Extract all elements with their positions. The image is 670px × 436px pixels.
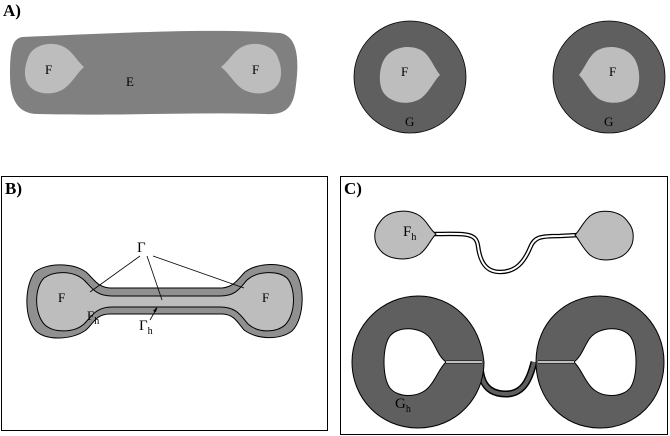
- label-e: E: [126, 74, 134, 89]
- panel-b-dumbbell: F F Fh Γ Γh: [26, 240, 303, 339]
- panel-a-domain-e: F E F: [10, 30, 298, 115]
- gamma-h-arrowhead: [153, 307, 157, 312]
- label-fh-b: Fh: [87, 308, 99, 327]
- bulb-f-left: [24, 43, 85, 94]
- bulb-fh-right: [574, 210, 634, 261]
- gamma-line-left: [89, 255, 141, 293]
- label-gh-c: Gh: [395, 396, 411, 415]
- label-gamma-h: Γh: [139, 318, 153, 337]
- panel-a-disk-1: F G: [353, 20, 467, 134]
- panel-c-fh: Fh: [374, 210, 634, 275]
- panel-c-label: C): [344, 179, 362, 198]
- bulb-f-disk-1: [379, 46, 440, 103]
- panel-a-disk-2: F G: [552, 20, 666, 134]
- ring-gh-right: [535, 295, 665, 429]
- panel-c-gh: Gh: [351, 295, 665, 429]
- region-e: [10, 30, 298, 115]
- channel-fh: [429, 231, 599, 275]
- channel-fh-inner: [429, 232, 599, 274]
- bulb-f-right: [221, 43, 282, 94]
- label-g-disk-1: G: [405, 114, 414, 129]
- gamma-line-mid: [146, 255, 163, 301]
- label-f-a-left: F: [45, 62, 52, 77]
- label-fh-c: Fh: [403, 224, 416, 243]
- panel-c-frame: [340, 176, 668, 435]
- label-f-b-right: F: [262, 290, 269, 305]
- inner-region-f: [36, 272, 294, 332]
- label-f-disk-1: F: [401, 64, 408, 79]
- label-g-disk-2: G: [604, 114, 613, 129]
- bulb-fh-left: [374, 210, 437, 260]
- label-f-a-right: F: [252, 62, 259, 77]
- label-gamma: Γ: [137, 240, 146, 256]
- panel-b-frame: [1, 176, 328, 431]
- label-f-b-left: F: [58, 290, 65, 305]
- ring-gh-left: [351, 295, 485, 429]
- panel-b-label: B): [5, 179, 22, 198]
- gamma-line-right: [152, 255, 245, 289]
- label-f-disk-2: F: [609, 64, 616, 79]
- panel-a-label: A): [3, 1, 21, 20]
- bulb-f-disk-2: [579, 46, 640, 103]
